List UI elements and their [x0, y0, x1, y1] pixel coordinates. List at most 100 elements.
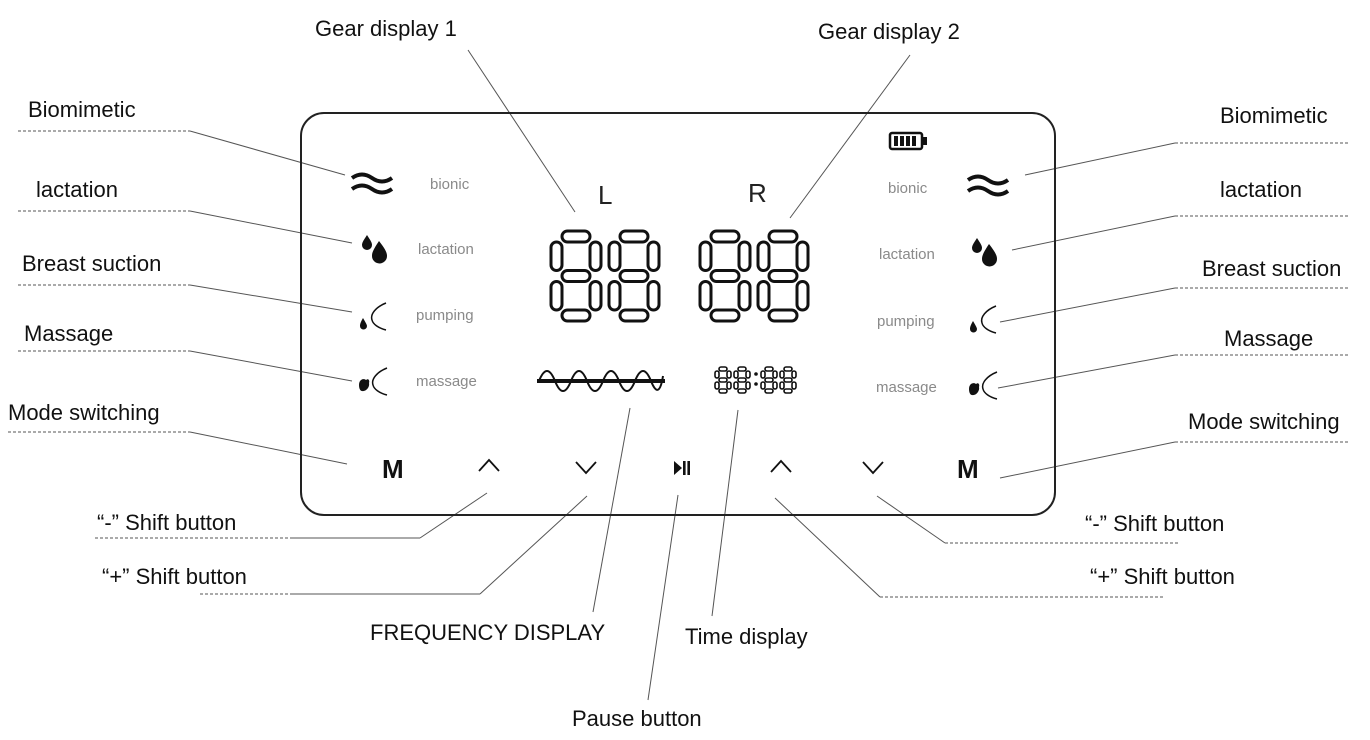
segment-b	[772, 370, 778, 379]
segment-g	[718, 377, 728, 383]
left-bionic-text: bionic	[430, 176, 470, 193]
segment-d	[764, 388, 774, 394]
segment-c	[726, 381, 732, 390]
control-panel	[300, 112, 1056, 516]
segment-a	[718, 366, 728, 372]
segment-a	[764, 366, 774, 372]
pause-button-label: Pause button	[572, 706, 702, 731]
left-mode-switching-label: Mode switching	[8, 400, 160, 425]
right-mode-switching-label: Mode switching	[1188, 409, 1340, 434]
segment-e	[714, 381, 720, 390]
segment-c	[791, 381, 797, 390]
segment-f	[756, 240, 771, 272]
left-massage-label: Massage	[24, 321, 114, 346]
play-pause-icon[interactable]	[671, 458, 693, 478]
segment-f	[714, 370, 720, 379]
left-minus-shift-label: “-” Shift button	[97, 510, 237, 535]
channel-right-label: R	[748, 178, 767, 208]
segment-b	[646, 240, 661, 272]
segment-e	[756, 280, 771, 312]
segment-d	[618, 308, 650, 323]
left-biomimetic-label: Biomimetic	[28, 97, 136, 122]
segment-f	[779, 370, 785, 379]
segment-a	[783, 366, 793, 372]
right-massage-label: Massage	[1224, 326, 1314, 351]
segment-b	[737, 240, 752, 272]
segment-e	[607, 280, 622, 312]
frequency-display-label: FREQUENCY DISPLAY	[370, 620, 606, 645]
segment-d	[783, 388, 793, 394]
left-lactation-text: lactation	[418, 241, 474, 258]
segment-d	[737, 388, 747, 394]
segment-a	[709, 229, 741, 244]
segment-f	[733, 370, 739, 379]
frequency-sine-wave-icon	[537, 370, 665, 392]
left-pumping-icon	[360, 302, 387, 331]
segment-b	[791, 370, 797, 379]
gear-display-2-label: Gear display 2	[818, 19, 960, 44]
segment-g	[764, 377, 774, 383]
right-minus-shift-label: “-” Shift button	[1085, 511, 1225, 536]
left-plus-shift-label: “+” Shift button	[102, 564, 247, 589]
gear-display-right	[698, 229, 810, 323]
right-bionic-wave-icon	[966, 174, 1010, 197]
segment-a	[618, 229, 650, 244]
segment-f	[549, 240, 564, 272]
segment-g	[767, 269, 799, 283]
left-up-chevron-icon[interactable]	[476, 455, 502, 475]
segment-f	[607, 240, 622, 272]
segment-e	[698, 280, 713, 312]
time-display	[714, 366, 797, 394]
right-down-chevron-icon[interactable]	[860, 458, 886, 478]
time-colon-dot	[754, 372, 758, 376]
segment-e	[779, 381, 785, 390]
segment-g	[709, 269, 741, 283]
segment-d	[709, 308, 741, 323]
segment-d	[767, 308, 799, 323]
right-pumping-text: pumping	[877, 313, 935, 330]
right-massage-icon	[969, 371, 998, 400]
right-lactation-label: lactation	[1220, 177, 1302, 202]
right-up-chevron-icon[interactable]	[768, 456, 794, 476]
time-colon-dot	[754, 382, 758, 386]
segment-a	[737, 366, 747, 372]
segment-c	[772, 381, 778, 390]
segment-b	[726, 370, 732, 379]
right-massage-text: massage	[876, 379, 937, 396]
left-massage-icon	[359, 367, 388, 396]
right-plus-shift-label: “+” Shift button	[1090, 564, 1235, 589]
gear-display-left	[549, 229, 661, 323]
segment-c	[646, 280, 661, 312]
segment-b	[795, 240, 810, 272]
time-display-label: Time display	[685, 624, 808, 649]
left-lactation-label: lactation	[36, 177, 118, 202]
right-breast-suction-label: Breast suction	[1202, 256, 1342, 281]
segment-g	[560, 269, 592, 283]
left-pumping-text: pumping	[416, 307, 474, 324]
left-lactation-drops-icon	[362, 235, 387, 264]
segment-a	[767, 229, 799, 244]
left-massage-text: massage	[416, 373, 477, 390]
right-lactation-text: lactation	[879, 246, 935, 263]
right-biomimetic-label: Biomimetic	[1220, 103, 1328, 128]
segment-f	[760, 370, 766, 379]
segment-g	[783, 377, 793, 383]
segment-g	[618, 269, 650, 283]
gear-display-1-label: Gear display 1	[315, 16, 457, 41]
segment-g	[737, 377, 747, 383]
segment-f	[698, 240, 713, 272]
segment-b	[745, 370, 751, 379]
segment-e	[760, 381, 766, 390]
battery-icon	[888, 131, 927, 151]
right-lactation-drops-icon	[972, 238, 997, 267]
segment-d	[560, 308, 592, 323]
right-bionic-text: bionic	[888, 180, 928, 197]
left-mode-switch-button[interactable]: M	[382, 454, 404, 484]
left-breast-suction-label: Breast suction	[22, 251, 162, 276]
segment-e	[733, 381, 739, 390]
left-down-chevron-icon[interactable]	[573, 458, 599, 478]
right-pumping-icon	[970, 305, 997, 334]
right-mode-switch-button[interactable]: M	[957, 454, 979, 484]
segment-a	[560, 229, 592, 244]
